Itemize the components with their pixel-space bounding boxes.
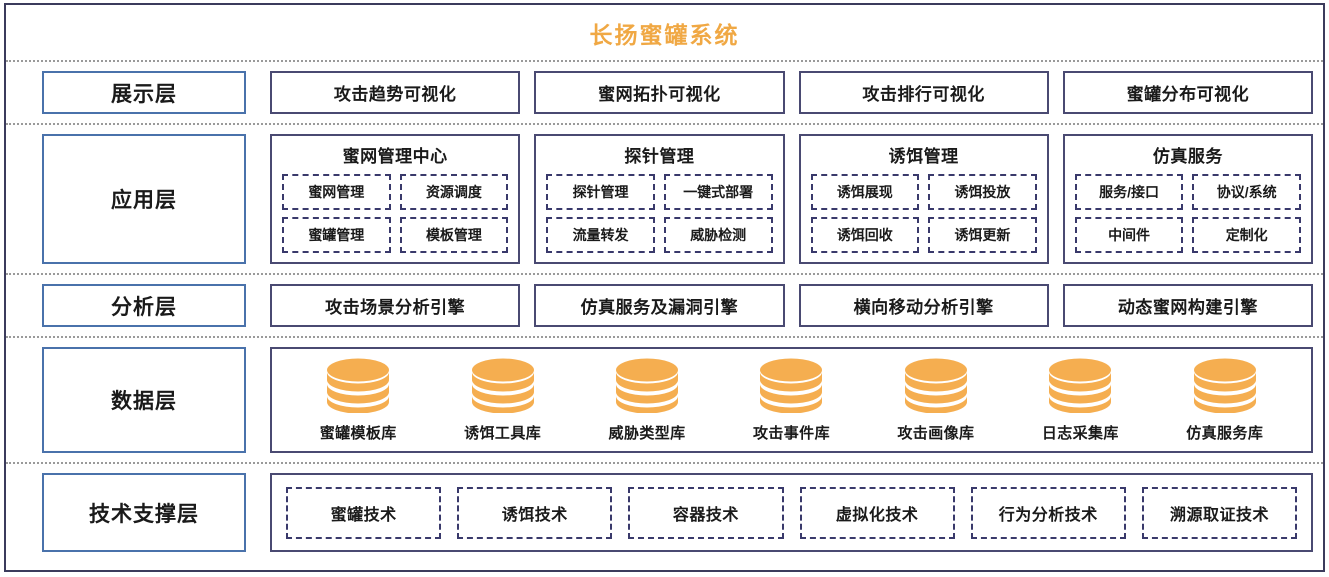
group-grid: 蜜网管理 资源调度 蜜罐管理 模板管理	[282, 174, 509, 253]
group-title: 仿真服务	[1152, 147, 1223, 166]
db-item-2[interactable]: 诱饵工具库	[464, 357, 541, 443]
tech-chip-4[interactable]: 虚拟化技术	[799, 486, 955, 539]
display-box-3[interactable]: 攻击排行可视化	[798, 71, 1049, 114]
analysis-box-3[interactable]: 横向移动分析引擎	[798, 284, 1049, 327]
group-title: 探针管理	[624, 147, 695, 166]
app-chip[interactable]: 诱饵展现	[810, 174, 920, 210]
app-group-probe-management: 探针管理 探针管理 一键式部署 流量转发 威胁检测	[534, 134, 785, 264]
layer-content-data: 蜜罐模板库 诱饵工具库	[270, 347, 1313, 453]
layer-label-data: 数据层	[42, 347, 246, 453]
layer-row-application: 应用层 蜜网管理中心 蜜网管理 资源调度 蜜罐管理 模板管理 探针管理 探针管理	[6, 125, 1323, 275]
db-item-6[interactable]: 日志采集库	[1042, 357, 1119, 443]
app-chip[interactable]: 中间件	[1074, 217, 1184, 253]
layer-row-analysis: 分析层 攻击场景分析引擎 仿真服务及漏洞引擎 横向移动分析引擎 动态蜜网构建引擎	[6, 275, 1323, 338]
layer-row-data: 数据层 蜜罐模板库	[6, 338, 1323, 464]
diagram-frame: 长扬蜜罐系统 展示层 攻击趋势可视化 蜜网拓扑可视化 攻击排行可视化 蜜罐分布可…	[4, 3, 1325, 572]
db-item-7[interactable]: 仿真服务库	[1186, 357, 1263, 443]
database-icon	[1049, 358, 1112, 413]
app-chip[interactable]: 服务/接口	[1074, 174, 1184, 210]
group-grid: 探针管理 一键式部署 流量转发 威胁检测	[546, 174, 773, 253]
layer-label-analysis: 分析层	[42, 284, 246, 327]
app-chip[interactable]: 蜜网管理	[282, 174, 391, 210]
app-chip[interactable]: 诱饵投放	[928, 174, 1037, 210]
app-chip[interactable]: 流量转发	[546, 217, 655, 253]
app-chip[interactable]: 诱饵更新	[928, 217, 1037, 253]
app-chip[interactable]: 威胁检测	[663, 217, 773, 253]
analysis-box-1[interactable]: 攻击场景分析引擎	[270, 284, 521, 327]
app-chip[interactable]: 模板管理	[399, 217, 509, 253]
database-icon	[616, 358, 679, 413]
db-item-4[interactable]: 攻击事件库	[753, 357, 830, 443]
db-label: 攻击画像库	[897, 425, 975, 442]
db-label: 攻击事件库	[752, 425, 830, 442]
app-chip[interactable]: 一键式部署	[663, 174, 773, 210]
layer-content-display: 攻击趋势可视化 蜜网拓扑可视化 攻击排行可视化 蜜罐分布可视化	[270, 71, 1313, 114]
database-icon	[760, 358, 823, 413]
app-group-simulation-service: 仿真服务 服务/接口 协议/系统 中间件 定制化	[1062, 134, 1313, 264]
title-band: 长扬蜜罐系统	[6, 5, 1323, 62]
page-title: 长扬蜜罐系统	[589, 21, 740, 48]
layer-row-technology: 技术支撑层 蜜罐技术 诱饵技术 容器技术 虚拟化技术 行为分析技术 溯源取证技术	[6, 464, 1323, 561]
analysis-box-4[interactable]: 动态蜜网构建引擎	[1062, 284, 1313, 327]
data-panel: 蜜罐模板库 诱饵工具库	[270, 347, 1313, 453]
tech-chip-5[interactable]: 行为分析技术	[970, 486, 1126, 539]
database-icon	[1193, 358, 1256, 413]
app-chip[interactable]: 蜜罐管理	[282, 217, 391, 253]
db-label: 威胁类型库	[608, 425, 686, 442]
db-label: 日志采集库	[1041, 425, 1119, 442]
display-box-4[interactable]: 蜜罐分布可视化	[1062, 71, 1313, 114]
analysis-box-2[interactable]: 仿真服务及漏洞引擎	[534, 284, 785, 327]
database-icon	[327, 358, 390, 413]
layer-label-technology: 技术支撑层	[42, 473, 246, 552]
tech-panel: 蜜罐技术 诱饵技术 容器技术 虚拟化技术 行为分析技术 溯源取证技术	[270, 473, 1313, 552]
db-label: 蜜罐模板库	[319, 425, 397, 442]
tech-chip-1[interactable]: 蜜罐技术	[286, 486, 442, 539]
app-group-honeynet-management-center: 蜜网管理中心 蜜网管理 资源调度 蜜罐管理 模板管理	[270, 134, 521, 264]
db-item-5[interactable]: 攻击画像库	[897, 357, 974, 443]
app-chip[interactable]: 探针管理	[546, 174, 655, 210]
layer-row-display: 展示层 攻击趋势可视化 蜜网拓扑可视化 攻击排行可视化 蜜罐分布可视化	[6, 62, 1323, 125]
db-item-3[interactable]: 威胁类型库	[609, 357, 686, 443]
layer-label-application: 应用层	[42, 134, 246, 264]
app-chip[interactable]: 定制化	[1192, 217, 1301, 253]
display-box-1[interactable]: 攻击趋势可视化	[270, 71, 521, 114]
layer-content-analysis: 攻击场景分析引擎 仿真服务及漏洞引擎 横向移动分析引擎 动态蜜网构建引擎	[270, 284, 1313, 327]
group-title: 蜜网管理中心	[342, 147, 448, 166]
app-chip[interactable]: 协议/系统	[1192, 174, 1301, 210]
app-group-decoy-management: 诱饵管理 诱饵展现 诱饵投放 诱饵回收 诱饵更新	[798, 134, 1049, 264]
app-chip[interactable]: 诱饵回收	[810, 217, 920, 253]
app-chip[interactable]: 资源调度	[399, 174, 509, 210]
layer-label-display: 展示层	[42, 71, 246, 114]
database-icon	[471, 358, 534, 413]
tech-chip-6[interactable]: 溯源取证技术	[1141, 486, 1298, 539]
group-title: 诱饵管理	[888, 147, 959, 166]
db-label: 诱饵工具库	[464, 425, 542, 442]
display-box-2[interactable]: 蜜网拓扑可视化	[534, 71, 785, 114]
db-label: 仿真服务库	[1186, 425, 1264, 442]
tech-chip-3[interactable]: 容器技术	[628, 486, 784, 539]
layer-content-technology: 蜜罐技术 诱饵技术 容器技术 虚拟化技术 行为分析技术 溯源取证技术	[270, 473, 1313, 552]
database-icon	[904, 358, 967, 413]
group-grid: 服务/接口 协议/系统 中间件 定制化	[1074, 174, 1301, 253]
group-grid: 诱饵展现 诱饵投放 诱饵回收 诱饵更新	[810, 174, 1037, 253]
tech-chip-2[interactable]: 诱饵技术	[457, 486, 613, 539]
layer-content-application: 蜜网管理中心 蜜网管理 资源调度 蜜罐管理 模板管理 探针管理 探针管理 一键式…	[270, 134, 1313, 264]
db-item-1[interactable]: 蜜罐模板库	[320, 357, 397, 443]
